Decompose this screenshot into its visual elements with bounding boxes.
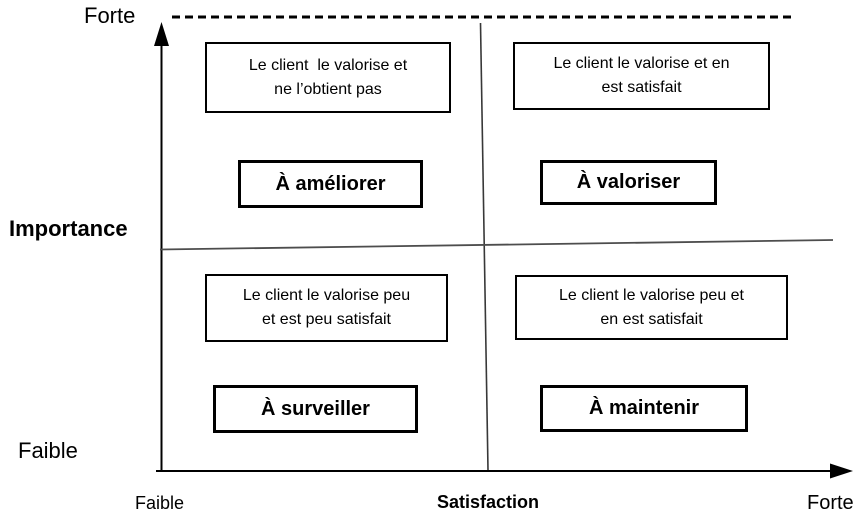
quadrant-bottom-left-action-box: À surveiller bbox=[213, 385, 418, 433]
x-axis-right-label: Forte bbox=[807, 492, 854, 514]
quadrant-bottom-right-description-box: Le client le valorise peu et en est sati… bbox=[515, 275, 788, 340]
description-line: est satisfait bbox=[601, 79, 682, 96]
quadrant-top-left-action-box: À améliorer bbox=[238, 160, 423, 208]
horizontal-quadrant-divider bbox=[159, 239, 834, 251]
description-line: et est peu satisfait bbox=[262, 311, 391, 328]
quadrant-top-left-description-box: Le client le valorise et ne l’obtient pa… bbox=[205, 42, 451, 113]
quadrant-top-right-description-box: Le client le valorise et en est satisfai… bbox=[513, 42, 770, 110]
x-axis-left-label: Faible bbox=[135, 493, 185, 513]
description-line: en est satisfait bbox=[600, 310, 703, 328]
quadrant-top-right-action-box: À valoriser bbox=[540, 160, 717, 205]
x-axis-title: Satisfaction bbox=[437, 492, 540, 512]
description-line: Le client le valorise et en bbox=[553, 55, 730, 72]
y-axis-title: Importance bbox=[9, 216, 128, 241]
description-line: ne l’obtient pas bbox=[274, 80, 382, 98]
y-axis-arrowhead-icon bbox=[154, 22, 169, 46]
description-line: Le client le valorise peu bbox=[242, 287, 411, 304]
x-axis-arrowhead-icon bbox=[830, 463, 853, 479]
y-axis-bottom-label: Faible bbox=[18, 438, 78, 463]
description-line: Le client le valorise peu et bbox=[559, 286, 744, 304]
vertical-quadrant-divider bbox=[479, 22, 489, 471]
quadrant-bottom-left-description-box: Le client le valorise peu et est peu sat… bbox=[205, 274, 448, 342]
description-line: Le client le valorise et bbox=[248, 56, 408, 74]
y-axis-top-label: Forte bbox=[84, 3, 136, 28]
quadrant-bottom-right-action-box: À maintenir bbox=[540, 385, 748, 432]
